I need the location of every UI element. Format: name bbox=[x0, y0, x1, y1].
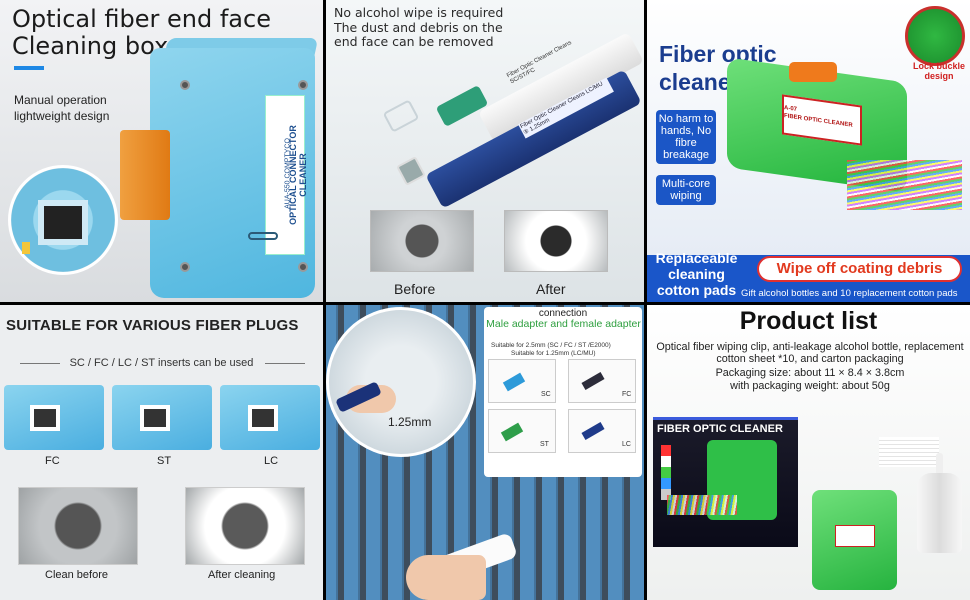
lock-buckle-closeup bbox=[905, 6, 965, 66]
gift-note: Gift alcohol bottles and 10 replacement … bbox=[741, 288, 958, 299]
fc-connector-tile bbox=[568, 359, 636, 403]
before-end-face-image bbox=[370, 210, 474, 272]
fiber-fan bbox=[667, 495, 737, 515]
cotton-pads bbox=[879, 437, 939, 467]
pen-tip-icon bbox=[396, 156, 426, 186]
yellow-sticker bbox=[22, 242, 30, 254]
green-clip-label bbox=[835, 525, 875, 547]
panel-adapter-connection: 1.25mm connection Male adapter and femal… bbox=[326, 305, 644, 600]
st-label: ST bbox=[540, 441, 549, 448]
fc-label: FC bbox=[622, 391, 632, 398]
clip-orange-button bbox=[789, 62, 837, 82]
cleaning-box-orange-slider bbox=[120, 130, 170, 220]
packaging-size: Packaging size: about 11 × 8.4 × 3.8cm bbox=[715, 367, 905, 379]
feature-badge-multi-core: Multi-core wiping bbox=[656, 175, 716, 205]
panel4-subtitle: SC / FC / LC / ST inserts can be used bbox=[69, 357, 254, 369]
cleaning-box-slot bbox=[248, 232, 278, 240]
cleaning-box-label bbox=[265, 95, 305, 255]
screw-icon bbox=[180, 80, 190, 90]
bottle-tip bbox=[936, 453, 943, 475]
panel-product-list: Product list Optical fiber wiping clip, … bbox=[647, 305, 970, 600]
panel-fiber-optic-cleaner: Fiber optic cleaner No harm to hands, No… bbox=[647, 0, 970, 302]
panel4-title: SUITABLE FOR VARIOUS FIBER PLUGS bbox=[6, 317, 299, 334]
after-cleaning-image bbox=[185, 487, 305, 565]
panel2-note: No alcohol wipe is required The dust and… bbox=[334, 5, 504, 49]
plug-label-lc: LC bbox=[264, 455, 279, 467]
white-pen-green-tip bbox=[435, 85, 489, 127]
divider-line bbox=[20, 363, 60, 364]
product-description: Optical fiber wiping clip, anti-leakage … bbox=[656, 341, 964, 365]
before-label: Before bbox=[394, 281, 436, 297]
connection-heading: connection bbox=[538, 308, 588, 319]
pen-cap bbox=[382, 99, 420, 133]
carton-box-title: FIBER OPTIC CLEANER bbox=[657, 423, 783, 435]
panel3-title: Fiber optic cleaner bbox=[659, 41, 777, 95]
after-end-face-image bbox=[504, 210, 608, 272]
plug-label-st: ST bbox=[157, 455, 172, 467]
lc-label: LC bbox=[622, 441, 631, 448]
panel1-title: Optical fiber end face Cleaning box bbox=[12, 5, 271, 60]
packaging-weight: with packaging weight: about 50g bbox=[730, 380, 890, 392]
after-cleaning-caption: After cleaning bbox=[208, 569, 276, 581]
alcohol-bottle bbox=[917, 473, 962, 553]
title-accent-bar bbox=[14, 66, 44, 70]
sc-label: SC bbox=[541, 391, 551, 398]
spec-1-25mm: Suitable for 1.25mm (LC/MU) bbox=[511, 350, 596, 357]
wipe-coating-banner: Wipe off coating debris bbox=[757, 256, 962, 282]
spec-2-5mm: Suitable for 2.5mm (SC / FC / ST /E2000) bbox=[491, 342, 611, 349]
clean-before-image bbox=[18, 487, 138, 565]
screw-icon bbox=[298, 80, 308, 90]
feature-badge-no-harm: No harm to hands, No fibre breakage bbox=[656, 110, 716, 164]
screw-icon bbox=[298, 262, 308, 272]
divider-line bbox=[265, 363, 305, 364]
panel-cleaning-box: Optical fiber end face Cleaning box Manu… bbox=[0, 0, 323, 302]
adapter-heading: Male adapter and female adapter bbox=[486, 318, 641, 330]
cleaning-box-model: AUA-550 COMPTYCO bbox=[284, 138, 292, 209]
panel6-title: Product list bbox=[739, 307, 878, 335]
plug-hole bbox=[30, 405, 60, 431]
lock-buckle-label: Lock buckle design bbox=[912, 61, 966, 81]
plug-label-fc: FC bbox=[45, 455, 60, 467]
plug-hole bbox=[140, 405, 170, 431]
panel-suitable-plugs: SUITABLE FOR VARIOUS FIBER PLUGS SC / FC… bbox=[0, 305, 323, 600]
screw-icon bbox=[180, 262, 190, 272]
carton-color-strips bbox=[661, 445, 671, 500]
plug-hole bbox=[248, 405, 278, 431]
connector-hole bbox=[38, 200, 88, 245]
zoom-circle bbox=[326, 307, 476, 457]
replaceable-pads-title: Replaceable cleaning cotton pads bbox=[655, 250, 738, 298]
colored-fibers bbox=[847, 160, 962, 210]
panel1-subtitle: Manual operation lightweight design bbox=[14, 93, 110, 123]
after-label: After bbox=[536, 281, 566, 297]
hand-image bbox=[406, 555, 486, 600]
clean-before-caption: Clean before bbox=[45, 569, 108, 581]
panel-pen-cleaner: No alcohol wipe is required The dust and… bbox=[326, 0, 644, 302]
size-label: 1.25mm bbox=[388, 415, 432, 429]
lc-connector-tile bbox=[568, 409, 636, 453]
